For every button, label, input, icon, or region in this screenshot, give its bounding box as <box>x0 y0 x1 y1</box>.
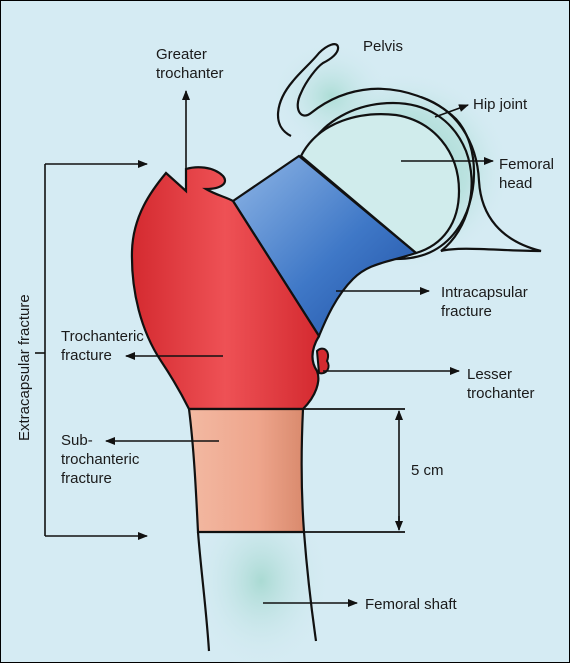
hip-joint-label: Hip joint <box>473 96 528 113</box>
trochanteric-region <box>130 166 321 411</box>
shaft-right-edge <box>302 531 318 642</box>
pelvis-label: Pelvis <box>363 38 404 55</box>
pelvis-outline <box>276 43 476 261</box>
femoral-shaft-shading <box>191 491 331 664</box>
subtrochanteric-label-line1: Sub- <box>61 432 93 449</box>
intracapsular-fracture-label: Intracapsular fracture <box>441 283 528 321</box>
lesser-trochanter-knob <box>315 347 330 375</box>
hip-joint-arrow <box>434 104 469 118</box>
femoral-head-label: Femoral head <box>499 155 554 193</box>
femoral-head-label-line1: Femoral <box>499 156 555 173</box>
subtrochanteric-label-line3: fracture <box>61 470 112 487</box>
intracapsular-label-line2: fracture <box>441 303 492 320</box>
shaft-left-edge <box>196 531 211 652</box>
lesser-trochanter-label-line2: trochanter <box>467 385 535 402</box>
subtrochanteric-fracture-label: Sub- trochanteric fracture <box>61 431 139 488</box>
greater-trochanter-label-line2: trochanter <box>156 65 224 82</box>
extracapsular-fracture-label: Extracapsular fracture <box>16 294 33 441</box>
femoral-head <box>299 113 461 255</box>
lesser-trochanter-label: Lesser trochanter <box>467 365 535 403</box>
acetabulum-rim <box>305 95 542 253</box>
intracapsular-label-line1: Intracapsular <box>441 284 528 301</box>
intracapsular-region <box>231 154 419 339</box>
trochanteric-fracture-label: Trochanteric fracture <box>61 327 144 365</box>
femoral-head-label-line2: head <box>499 175 533 192</box>
greater-trochanter-label: Greater trochanter <box>156 45 224 83</box>
trochanteric-label-line2: fracture <box>61 347 112 364</box>
distance-label: 5 cm <box>411 462 444 479</box>
subtrochanteric-region <box>187 407 306 534</box>
greater-trochanter-label-line1: Greater <box>156 46 207 63</box>
trochanteric-label-line1: Trochanteric <box>61 328 144 345</box>
subtrochanteric-label-line2: trochanteric <box>61 451 140 468</box>
femoral-shaft-label: Femoral shaft <box>365 596 457 613</box>
lesser-trochanter-label-line1: Lesser <box>467 366 513 383</box>
